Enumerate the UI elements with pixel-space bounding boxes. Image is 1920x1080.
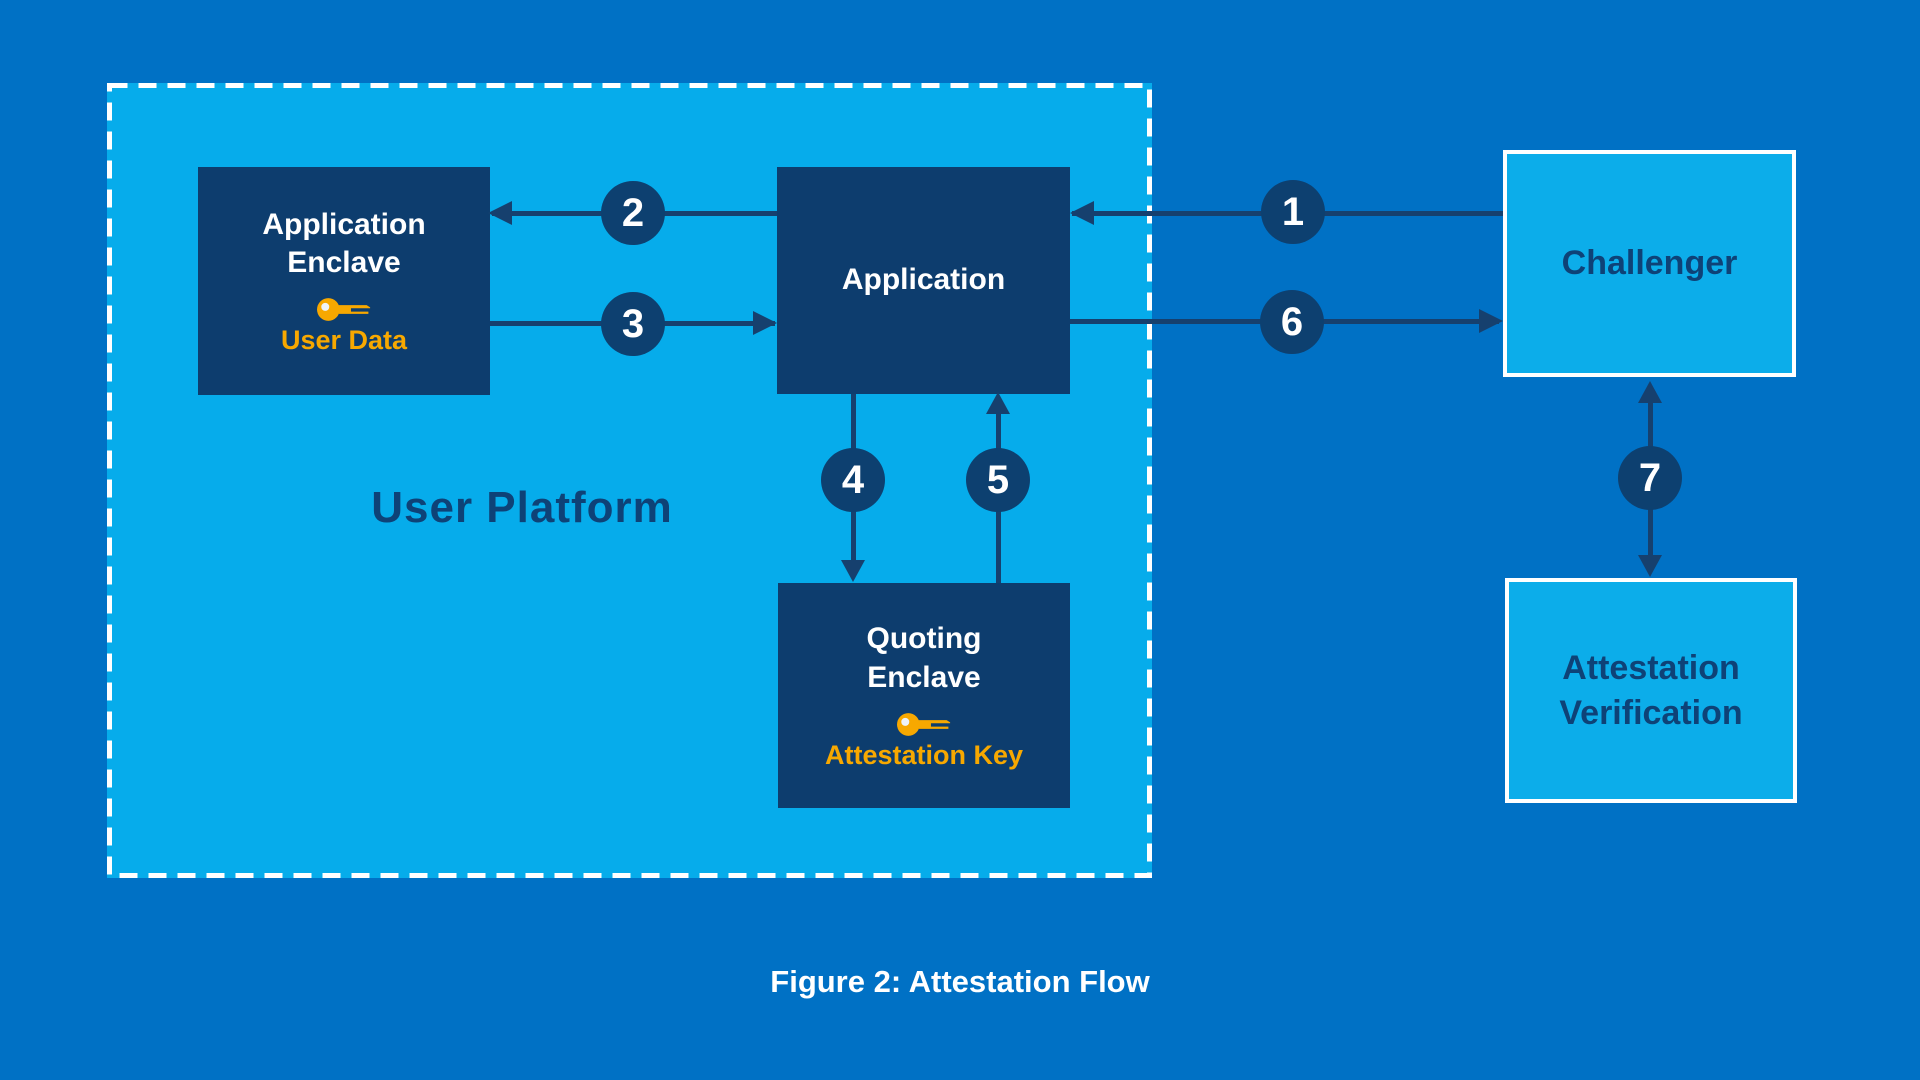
step-badge-1: 1 bbox=[1261, 180, 1325, 244]
attestation-verification-line2: Verification bbox=[1559, 693, 1743, 732]
attestation-verification-box: Attestation Verification bbox=[1505, 578, 1797, 803]
quoting-enclave-box: Quoting Enclave Attestation Key bbox=[778, 583, 1070, 808]
quoting-enclave-title-line1: Quoting bbox=[866, 622, 982, 656]
challenger-label: Challenger bbox=[1561, 244, 1738, 283]
application-box: Application bbox=[777, 167, 1070, 394]
user-platform-label: User Platform bbox=[371, 483, 673, 532]
arrow-5-head-up-icon bbox=[986, 392, 1010, 414]
quoting-enclave-title: Quoting Enclave bbox=[867, 620, 982, 697]
application-label: Application bbox=[841, 263, 1006, 297]
figure-caption: Figure 2: Attestation Flow bbox=[770, 964, 1150, 999]
arrow-7-head-down-icon bbox=[1638, 555, 1662, 577]
arrow-3-head-right-icon bbox=[753, 311, 777, 335]
quoting-enclave-key-label: Attestation Key bbox=[824, 739, 1024, 770]
step-badge-4: 4 bbox=[821, 448, 885, 512]
step-badge-5: 5 bbox=[966, 448, 1030, 512]
step-badge-3: 3 bbox=[601, 292, 665, 356]
application-enclave-title-line1: Application bbox=[262, 207, 426, 241]
application-enclave-key-label: User Data bbox=[280, 325, 408, 356]
application-enclave-title-line2: Enclave bbox=[287, 246, 401, 279]
key-icon bbox=[897, 713, 951, 736]
arrow-6-head-right-icon bbox=[1479, 309, 1503, 333]
arrow-2-head-left-icon bbox=[488, 201, 512, 225]
arrow-1-head-left-icon bbox=[1070, 201, 1094, 225]
attestation-verification-line1: Attestation bbox=[1562, 649, 1740, 688]
arrow-4-head-down-icon bbox=[841, 560, 865, 582]
step-badge-7: 7 bbox=[1618, 446, 1682, 510]
application-enclave-box: Application Enclave User Data bbox=[198, 167, 490, 395]
step-badge-2: 2 bbox=[601, 181, 665, 245]
dashed-border bbox=[107, 83, 1152, 878]
step-badge-6: 6 bbox=[1260, 290, 1324, 354]
quoting-enclave-title-line2: Enclave bbox=[867, 660, 981, 694]
key-icon bbox=[317, 298, 371, 322]
arrow-7-head-up-icon bbox=[1638, 381, 1662, 403]
challenger-box: Challenger bbox=[1503, 150, 1796, 377]
application-enclave-title: Application Enclave bbox=[262, 206, 425, 283]
attestation-verification-label: Attestation Verification bbox=[1559, 646, 1742, 734]
